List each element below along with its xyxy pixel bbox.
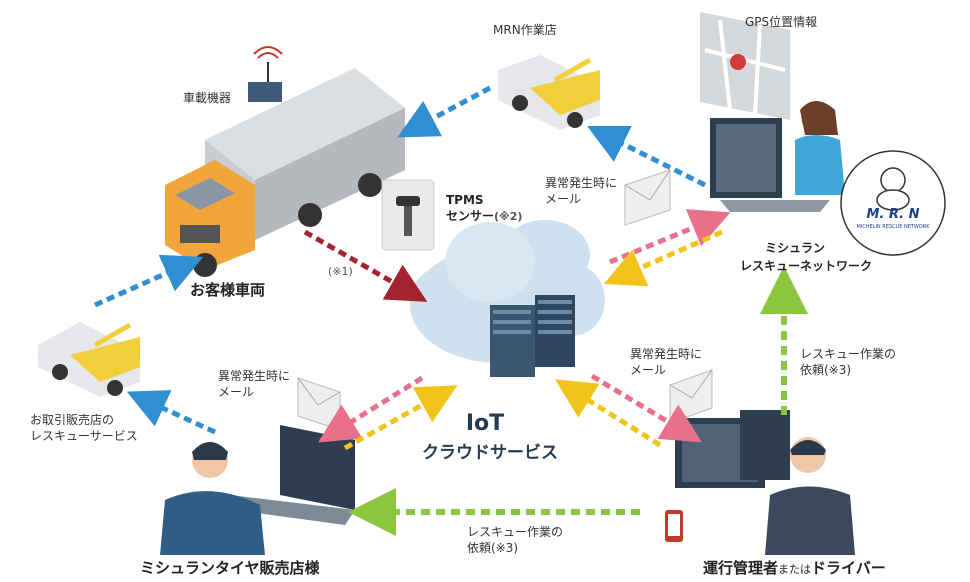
server-icon <box>490 295 575 377</box>
arrow-mrnshop-to-truck <box>397 85 492 138</box>
tow-truck-left-icon <box>38 322 140 397</box>
gps-label: GPS位置情報 <box>745 15 818 29</box>
mrn-logo-icon: M. R. N MICHELIN RESCUE NETWORK <box>840 150 946 256</box>
iot-title: IoT <box>465 411 505 436</box>
arrow-cloud-to-operator-pink <box>590 373 703 443</box>
tpms-label-line1: TPMS <box>446 193 484 207</box>
alert-mail-top-line2: メール <box>545 192 582 206</box>
alert-mail-right-line2: メール <box>630 363 667 377</box>
dealer-person-icon <box>160 425 355 555</box>
tow-truck-top-icon <box>498 55 600 130</box>
arrow-cloud-to-dealer-pink <box>318 375 424 443</box>
gps-map-icon <box>700 12 790 120</box>
alert-mail-left-line2: メール <box>218 385 255 399</box>
alert-mail-right-line1: 異常発生時に <box>630 347 703 361</box>
arrow-dealer-to-cloud-yellow <box>343 385 458 451</box>
arrow-mrn-to-cloud-yellow <box>603 229 724 287</box>
tpms-sensor-icon <box>381 179 435 251</box>
operator-label: 運行管理者またはドライバー <box>703 558 886 580</box>
in-vehicle-device-label: 車載機器 <box>183 91 232 105</box>
mail-envelope-left-icon <box>297 377 341 431</box>
mrn-label-line1: ミシュラン <box>765 241 826 255</box>
note-1-label: (※1) <box>328 265 353 278</box>
dealer-label: ミシュランタイヤ販売店様 <box>140 559 320 577</box>
operator-driver-text: ドライバー <box>811 559 886 577</box>
mrn-logo-text: M. R. N <box>867 207 920 222</box>
alert-mail-left-line1: 異常発生時に <box>218 369 291 383</box>
tpms-label-line2: センサー(※2) <box>446 208 522 225</box>
mrn-operator-icon <box>710 101 845 212</box>
mrn-shop-label: MRN作業店 <box>493 23 557 37</box>
operator-or-text: または <box>778 563 812 576</box>
arrow-mrn-to-mrnshop <box>587 126 707 188</box>
antenna-device-icon <box>248 46 283 102</box>
alert-mail-top-line1: 異常発生時に <box>545 176 618 190</box>
customer-truck-icon <box>165 68 405 277</box>
rescue-request-right-line2: 依頼(※3) <box>800 363 852 377</box>
mrn-logo-subtext: MICHELIN RESCUE NETWORK <box>856 224 930 230</box>
iot-subtitle: クラウドサービス <box>422 443 558 463</box>
operator-main-text: 運行管理者 <box>703 559 779 577</box>
tpms-note: (※2) <box>494 210 523 223</box>
arrow-dealer-to-towtruck <box>126 390 217 435</box>
arrow-operator-to-cloud-yellow <box>555 379 662 448</box>
dealer-service-line2: レスキューサービス <box>30 429 138 443</box>
rescue-request-right-line1: レスキュー作業の <box>800 347 897 361</box>
arrow-towtruck-to-truck <box>93 254 204 308</box>
rescue-request-bottom-line1: レスキュー作業の <box>467 525 564 539</box>
dealer-service-line1: お取引販売店の <box>30 413 115 427</box>
arrow-truck-to-cloud <box>303 229 428 302</box>
rescue-request-bottom-line2: 依頼(※3) <box>467 541 519 555</box>
mail-envelope-right-icon <box>669 369 713 424</box>
tpms-sensor-text: センサー <box>446 209 495 223</box>
customer-vehicle-label: お客様車両 <box>190 281 266 299</box>
mail-envelope-top-icon <box>624 169 671 226</box>
mrn-label-line2: レスキューネットワーク <box>740 259 873 273</box>
operator-person-icon <box>665 410 855 555</box>
